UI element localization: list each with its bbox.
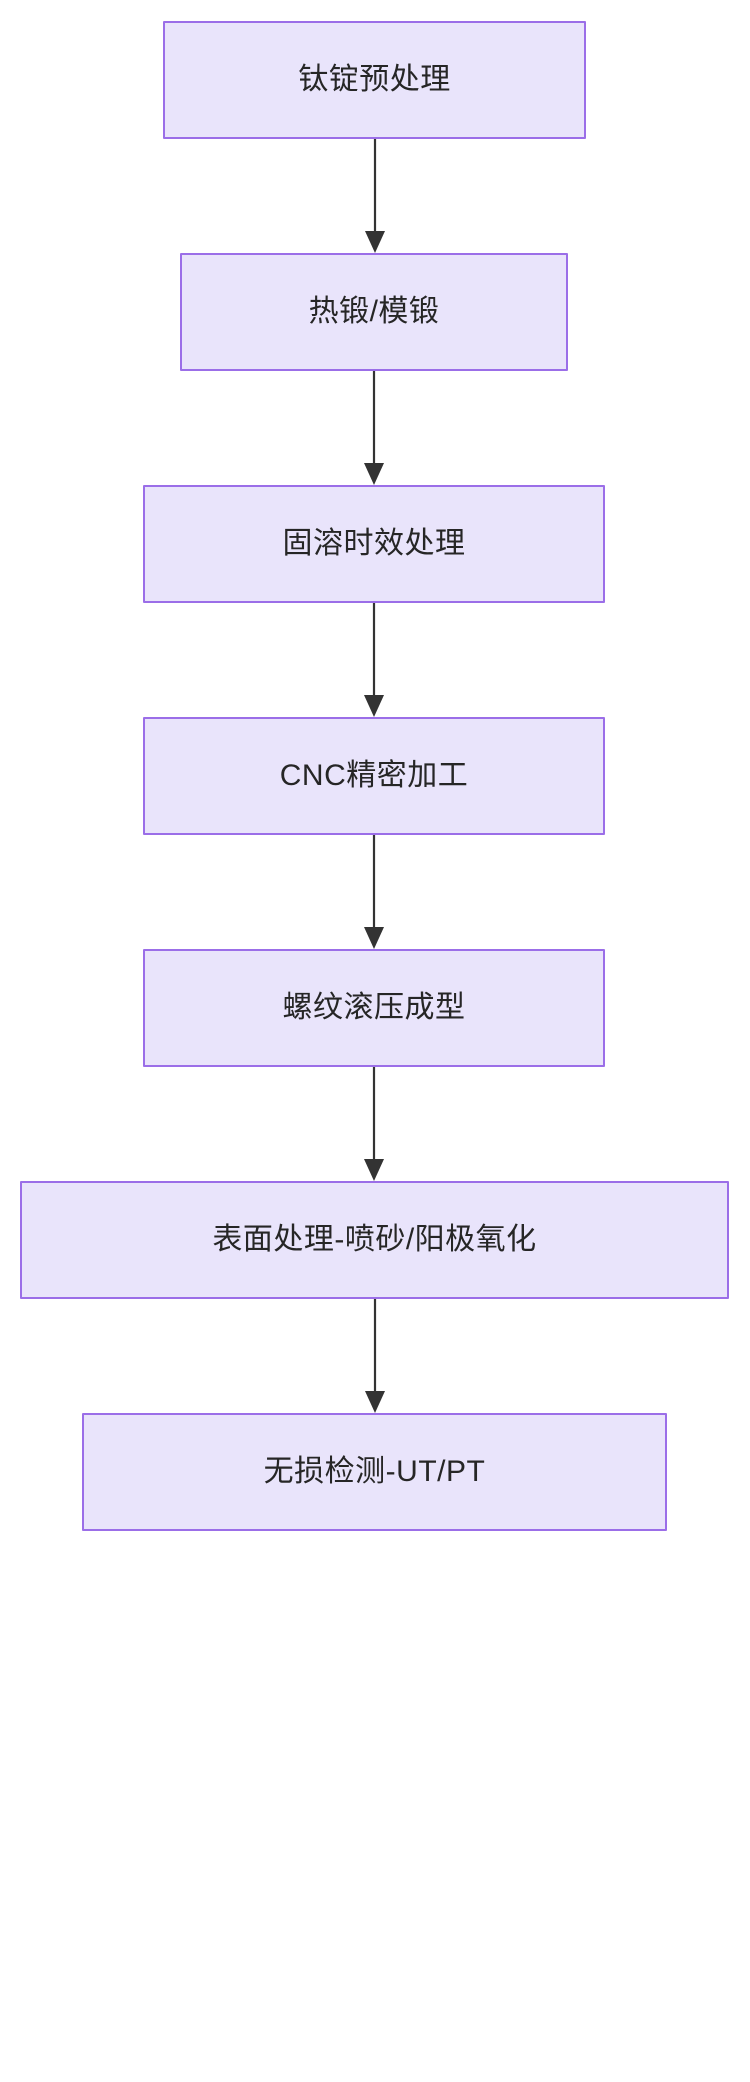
flow-edge-arrowhead: [365, 231, 385, 253]
flow-node-label: 钛锭预处理: [298, 63, 451, 97]
flow-node-label: 无损检测-UT/PT: [263, 1455, 486, 1489]
flow-edge-arrowhead: [364, 463, 384, 485]
flow-node-thread-rolling[interactable]: 螺纹滚压成型: [143, 949, 605, 1067]
flow-node-label: 螺纹滚压成型: [282, 991, 466, 1025]
flow-edge-arrowhead: [364, 695, 384, 717]
flow-node-solution-aging-treatment[interactable]: 固溶时效处理: [143, 485, 605, 603]
flow-node-surface-treatment[interactable]: 表面处理-喷砂/阳极氧化: [20, 1181, 729, 1299]
flow-node-non-destructive-testing[interactable]: 无损检测-UT/PT: [82, 1413, 667, 1531]
flow-edge-arrowhead: [364, 1159, 384, 1181]
flow-node-cnc-precision-machining[interactable]: CNC精密加工: [143, 717, 605, 835]
flow-node-label: 固溶时效处理: [282, 527, 466, 561]
flow-node-titanium-ingot-pretreatment[interactable]: 钛锭预处理: [163, 21, 586, 139]
flow-node-label: 表面处理-喷砂/阳极氧化: [212, 1223, 537, 1257]
flow-edge-arrowhead: [364, 927, 384, 949]
flow-node-label: 热锻/模锻: [308, 295, 440, 329]
flow-node-label: CNC精密加工: [279, 759, 469, 793]
flow-node-hot-forging[interactable]: 热锻/模锻: [180, 253, 568, 371]
flow-edge-arrowhead: [365, 1391, 385, 1413]
